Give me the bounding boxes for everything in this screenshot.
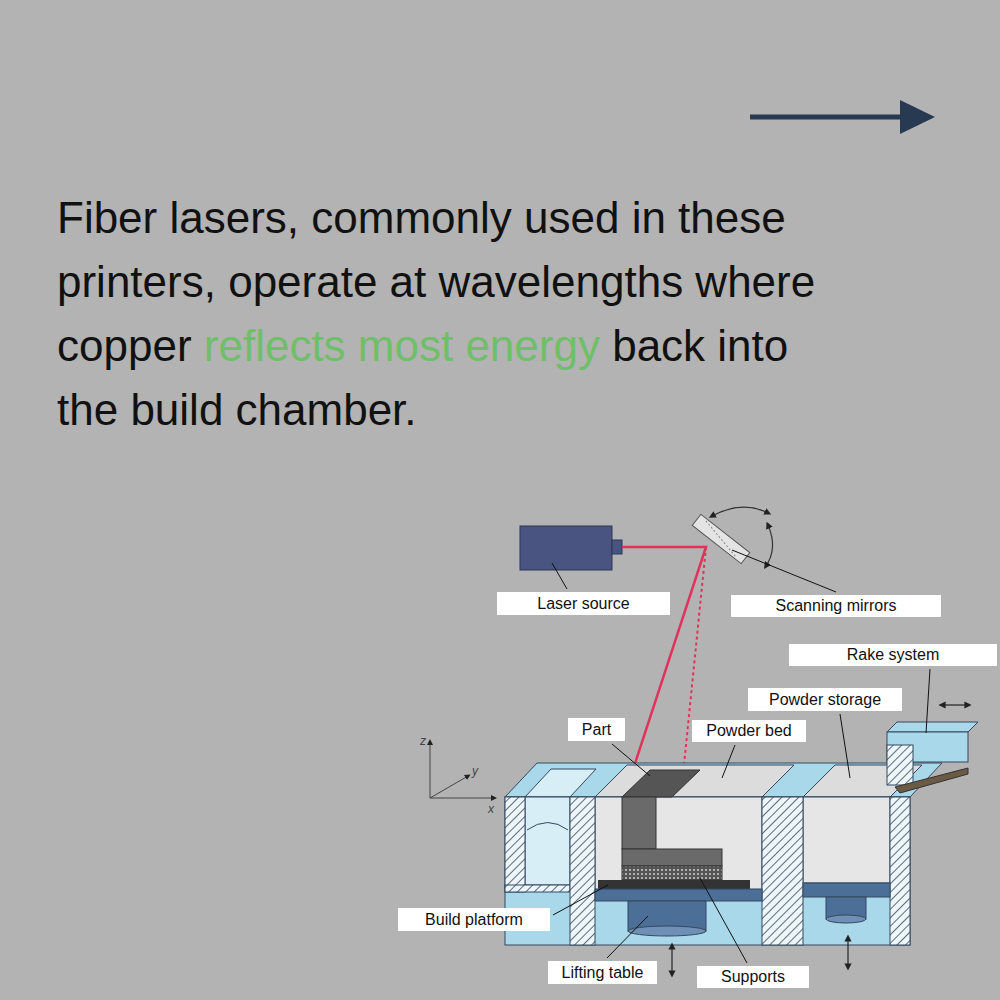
part-label: Lifting table xyxy=(548,961,657,984)
label-text: Rake system xyxy=(847,646,939,663)
part-label: Supports xyxy=(697,966,809,988)
rake xyxy=(887,722,978,793)
label-text: Part xyxy=(582,721,611,738)
part-label: Build platform xyxy=(398,908,550,931)
part-label: Part xyxy=(568,718,625,741)
axis-label: x xyxy=(488,802,494,816)
part-label: Scanning mirrors xyxy=(731,595,941,617)
label-text: Laser source xyxy=(537,595,630,612)
motion-arrows xyxy=(672,705,968,974)
part-label: Powder storage xyxy=(748,688,902,711)
label-text: Powder bed xyxy=(706,722,791,739)
label-text: Scanning mirrors xyxy=(776,597,897,614)
part-label: Powder bed xyxy=(692,720,806,742)
laser-source xyxy=(520,526,622,570)
laser-beam xyxy=(622,547,706,797)
label-text: Supports xyxy=(721,968,785,985)
scanning-mirror xyxy=(692,507,772,566)
paragraph: Fiber lasers, commonly used in these pri… xyxy=(57,186,817,442)
next-arrow xyxy=(750,100,935,134)
printed-part xyxy=(595,770,890,936)
part-label: Rake system xyxy=(789,644,997,666)
highlight-text: reflects most energy xyxy=(204,321,600,370)
axis-label: y xyxy=(472,764,478,778)
label-text: Build platform xyxy=(425,911,523,928)
part-label: Laser source xyxy=(497,592,670,615)
label-text: Powder storage xyxy=(769,691,881,708)
label-text: Lifting table xyxy=(562,964,644,981)
machine-housing xyxy=(505,763,942,945)
axis-label: z xyxy=(420,734,426,748)
axes xyxy=(430,742,494,798)
